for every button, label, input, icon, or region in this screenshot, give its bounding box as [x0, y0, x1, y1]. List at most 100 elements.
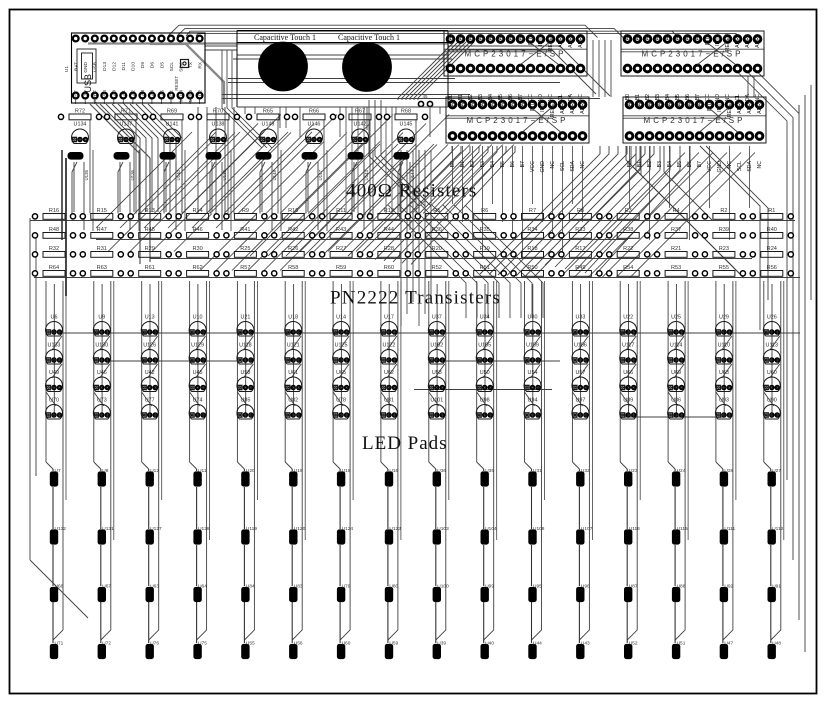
svg-text:R40: R40: [767, 227, 777, 233]
svg-text:B0: B0: [627, 161, 633, 167]
svg-text:U76: U76: [150, 641, 159, 647]
svg-text:R37: R37: [671, 227, 681, 233]
svg-text:ADR0: ADR0: [580, 100, 586, 114]
svg-text:U9: U9: [98, 315, 105, 321]
svg-text:U32: U32: [581, 468, 590, 474]
svg-text:B3: B3: [657, 161, 663, 167]
svg-text:U109: U109: [526, 343, 539, 349]
svg-text:INTB: INTB: [715, 33, 721, 45]
svg-text:A2: A2: [500, 100, 506, 106]
svg-text:U144: U144: [410, 169, 415, 180]
svg-text:D12: D12: [112, 62, 118, 71]
svg-text:U122: U122: [382, 343, 395, 349]
svg-text:MCP23017−E/SP: MCP23017−E/SP: [465, 50, 567, 59]
svg-text:ADR2: ADR2: [735, 34, 741, 48]
svg-text:U20: U20: [246, 468, 255, 474]
svg-text:U137: U137: [120, 122, 133, 128]
svg-text:D10: D10: [131, 62, 137, 71]
svg-text:U94: U94: [528, 398, 538, 404]
svg-text:R21: R21: [671, 246, 681, 252]
svg-text:45: 45: [422, 94, 428, 99]
svg-text:B2: B2: [647, 161, 653, 167]
svg-text:R60: R60: [384, 265, 394, 271]
svg-text:NC: NC: [578, 94, 584, 102]
svg-text:U96: U96: [581, 584, 590, 590]
svg-text:INTA: INTA: [530, 99, 536, 111]
svg-text:MCP23017−E/SP: MCP23017−E/SP: [467, 116, 569, 125]
svg-text:A2: A2: [675, 34, 681, 40]
svg-text:R67: R67: [355, 109, 365, 115]
svg-text:U72: U72: [102, 641, 111, 647]
svg-text:U128: U128: [198, 526, 210, 532]
svg-text:A5: A5: [159, 90, 165, 96]
svg-text:U28: U28: [724, 468, 733, 474]
svg-text:B6: B6: [687, 161, 693, 167]
svg-text:U91: U91: [772, 584, 781, 590]
svg-text:U15: U15: [342, 468, 351, 474]
svg-text:B5: B5: [677, 161, 683, 167]
svg-text:A0: A0: [112, 90, 118, 96]
svg-text:A6: A6: [635, 34, 641, 40]
svg-text:U18: U18: [288, 315, 298, 321]
svg-text:U95: U95: [533, 584, 542, 590]
svg-text:USB: USB: [83, 74, 93, 93]
svg-text:U30: U30: [528, 315, 538, 321]
svg-text:B4: B4: [667, 161, 673, 167]
svg-text:A3: A3: [140, 90, 146, 96]
svg-text:U130: U130: [95, 343, 108, 349]
svg-text:U39: U39: [437, 641, 446, 647]
svg-text:ADR2: ADR2: [560, 100, 566, 114]
svg-text:A4: A4: [657, 100, 663, 106]
svg-text:U104: U104: [485, 526, 497, 532]
svg-text:U124: U124: [342, 526, 354, 532]
svg-text:SCL: SCL: [560, 161, 566, 171]
svg-text:U145: U145: [400, 122, 413, 128]
svg-text:U61: U61: [288, 370, 298, 376]
svg-text:U60: U60: [767, 370, 777, 376]
svg-text:R14: R14: [192, 208, 202, 214]
svg-text:U37: U37: [432, 315, 442, 321]
svg-text:VCC: VCC: [707, 161, 713, 172]
svg-text:U16: U16: [389, 468, 398, 474]
svg-text:U64: U64: [198, 584, 207, 590]
svg-text:U35: U35: [485, 468, 494, 474]
svg-text:ADR2: ADR2: [737, 100, 743, 114]
svg-text:R43: R43: [336, 227, 346, 233]
svg-text:3V: 3V: [83, 89, 89, 96]
svg-text:Capacitive Touch 1: Capacitive Touch 1: [338, 33, 400, 42]
svg-text:U27: U27: [772, 468, 781, 474]
svg-text:A1: A1: [510, 100, 516, 106]
svg-text:A7: A7: [627, 100, 633, 106]
svg-text:GND: GND: [540, 161, 546, 173]
svg-text:R51: R51: [480, 265, 490, 271]
svg-text:U52: U52: [629, 641, 638, 647]
svg-text:SCL: SCL: [737, 161, 743, 171]
svg-text:U146: U146: [308, 122, 321, 128]
svg-text:U56: U56: [294, 641, 303, 647]
svg-text:R54: R54: [623, 265, 633, 271]
svg-text:R72: R72: [75, 109, 85, 115]
svg-text:A5: A5: [470, 100, 476, 106]
svg-text:U11: U11: [198, 468, 207, 474]
svg-text:U1: U1: [64, 66, 70, 72]
svg-text:R26: R26: [288, 246, 298, 252]
svg-text:U14: U14: [336, 315, 346, 321]
svg-text:A2: A2: [677, 100, 683, 106]
svg-text:A5: A5: [645, 34, 651, 40]
svg-text:R25: R25: [240, 246, 250, 252]
svg-text:U99: U99: [485, 584, 494, 590]
svg-text:RESET: RESET: [548, 33, 554, 51]
svg-text:U89: U89: [623, 398, 633, 404]
svg-text:R64: R64: [49, 265, 59, 271]
svg-text:U90: U90: [767, 398, 777, 404]
svg-text:U118: U118: [239, 343, 252, 349]
svg-text:U138: U138: [212, 122, 225, 128]
svg-text:A0: A0: [697, 100, 703, 106]
svg-text:R55: R55: [719, 265, 729, 271]
svg-text:NC: NC: [550, 161, 556, 169]
svg-text:NC: NC: [755, 94, 761, 102]
svg-text:R20: R20: [432, 246, 442, 252]
svg-text:SDA: SDA: [178, 61, 184, 72]
svg-text:RESET: RESET: [727, 99, 733, 117]
svg-text:R3: R3: [625, 208, 632, 214]
